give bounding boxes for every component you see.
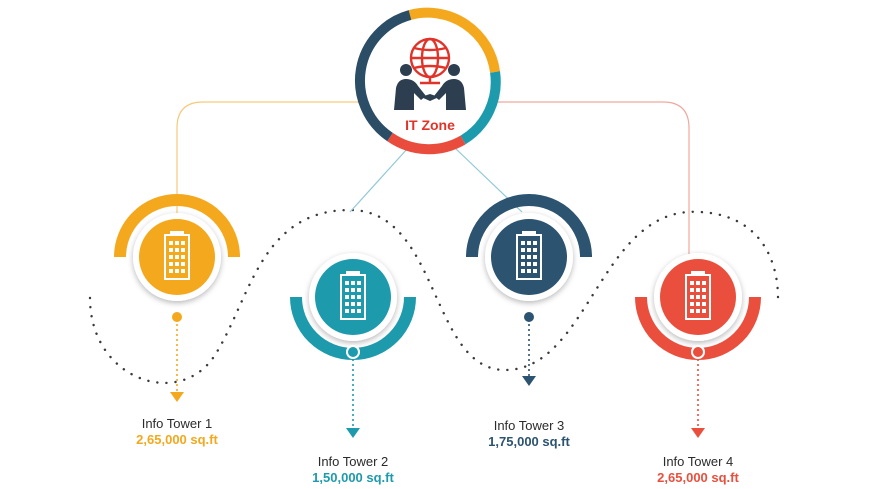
tower-1-label: Info Tower 1 2,65,000 sq.ft (97, 416, 257, 448)
tower-name: Info Tower 2 (317, 454, 389, 469)
hub-ring-segment-4 (354, 10, 412, 142)
tower-3-arc (466, 194, 592, 258)
tower-area: 1,75,000 sq.ft (488, 434, 570, 449)
tower-name: Info Tower 1 (141, 416, 213, 431)
tower-3 (466, 194, 592, 386)
tower-name: Info Tower 4 (662, 454, 734, 469)
tower-1-arc (114, 194, 240, 258)
tower-2-label: Info Tower 2 1,50,000 sq.ft (273, 454, 433, 486)
connector-left (176, 101, 377, 220)
hub-ring-segment-2 (460, 71, 501, 145)
tower-2 (290, 253, 416, 438)
tower-4 (635, 253, 761, 438)
tower-4-label: Info Tower 4 2,65,000 sq.ft (618, 454, 778, 486)
tower-3-label: Info Tower 3 1,75,000 sq.ft (449, 418, 609, 450)
tower-area: 2,65,000 sq.ft (136, 432, 218, 447)
handshake-icon (394, 64, 466, 110)
connector-mid-left (349, 147, 409, 213)
tower-name: Info Tower 3 (493, 418, 565, 433)
hub-title: IT Zone (405, 117, 455, 133)
globe-icon (409, 37, 451, 85)
connector-right (492, 101, 690, 260)
hub-ring-segment-3 (387, 132, 466, 155)
tower-area: 1,50,000 sq.ft (312, 470, 394, 485)
it-zone-hub (354, 7, 501, 155)
tower-1 (114, 194, 240, 402)
hub-ring-segment-1 (408, 7, 500, 73)
tower-area: 2,65,000 sq.ft (657, 470, 739, 485)
